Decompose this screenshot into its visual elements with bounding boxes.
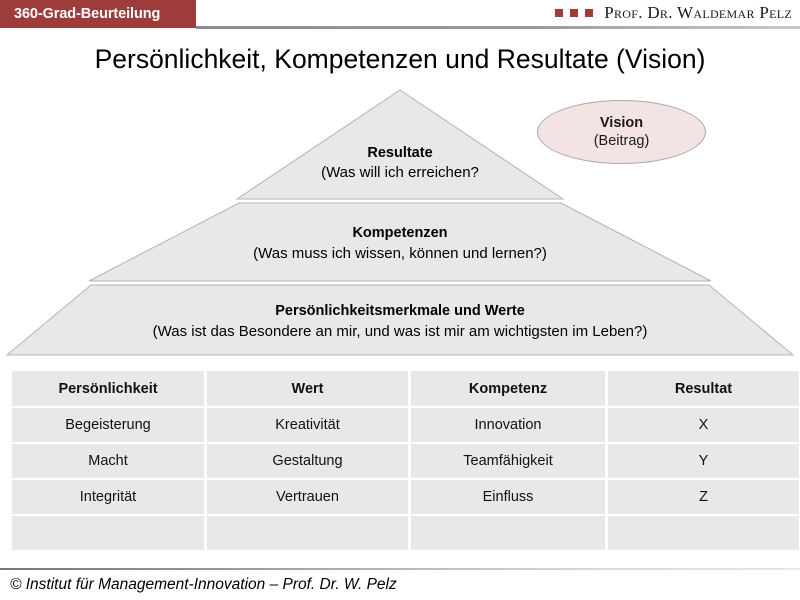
pyramid-shapes <box>5 89 795 356</box>
table-cell: X <box>608 408 799 442</box>
header-bar: 360-Grad-Beurteilung Prof. Dr. Waldemar … <box>0 0 800 32</box>
table-cell: Innovation <box>411 408 605 442</box>
table-cell <box>608 516 799 550</box>
vision-subtitle: (Beitrag) <box>593 132 650 149</box>
header-author-name: Prof. Dr. Waldemar Pelz <box>604 3 792 22</box>
table-cell: Vertrauen <box>207 480 408 514</box>
red-square-icon <box>555 9 564 17</box>
footer-copyright: © Institut für Management-Innovation – P… <box>10 576 397 593</box>
header-author-block: Prof. Dr. Waldemar Pelz <box>555 2 792 24</box>
column-header-resultat: Resultat <box>608 371 799 406</box>
table-cell: Z <box>608 480 799 514</box>
table-cell: Y <box>608 444 799 478</box>
pyramid-band3-title: Persönlichkeitsmerkmale und Werte <box>275 303 525 319</box>
red-square-icon <box>585 9 594 17</box>
pyramid-band2-subtitle: (Was muss ich wissen, können und lernen?… <box>253 245 547 262</box>
pyramid-band-kompetenzen <box>88 202 712 282</box>
vision-title: Vision <box>599 114 644 131</box>
column-header-wert: Wert <box>207 371 408 406</box>
table-cell: Einfluss <box>411 480 605 514</box>
table-cell <box>411 516 605 550</box>
column-header-persoenlichkeit: Persönlichkeit <box>12 371 204 406</box>
footer-divider-rule <box>0 568 800 570</box>
pyramid-band1-subtitle: (Was will ich erreichen? <box>321 164 479 181</box>
table-cell: Integrität <box>12 480 204 514</box>
table-cell: Gestaltung <box>207 444 408 478</box>
pyramid-band3-subtitle: (Was ist das Besondere an mir, und was i… <box>152 323 648 340</box>
table-cell: Kreativität <box>207 408 408 442</box>
table-row-empty <box>12 516 799 550</box>
red-square-icon <box>570 9 579 17</box>
table-row: Macht Gestaltung Teamfähigkeit Y <box>12 444 799 478</box>
table-cell <box>12 516 204 550</box>
pyramid-band-resultate <box>235 89 565 200</box>
pyramid-band1-title: Resultate <box>367 145 433 161</box>
header-divider-rule <box>196 26 800 29</box>
pyramid-band2-title: Kompetenzen <box>352 225 448 241</box>
table-cell: Teamfähigkeit <box>411 444 605 478</box>
table-cell: Macht <box>12 444 204 478</box>
table-cell <box>207 516 408 550</box>
table-header-row: Persönlichkeit Wert Kompetenz Resultat <box>12 371 799 406</box>
attribute-matrix-table: Persönlichkeit Wert Kompetenz Resultat B… <box>9 369 800 552</box>
pyramid-diagram: Resultate (Was will ich erreichen? Kompe… <box>0 88 800 360</box>
pyramid-band-persoenlichkeit <box>5 284 795 356</box>
table-row: Begeisterung Kreativität Innovation X <box>12 408 799 442</box>
column-header-kompetenz: Kompetenz <box>411 371 605 406</box>
header-topic-tag: 360-Grad-Beurteilung <box>0 0 196 28</box>
table-row: Integrität Vertrauen Einfluss Z <box>12 480 799 514</box>
vision-ellipse: Vision (Beitrag) <box>537 100 706 164</box>
page-title: Persönlichkeit, Kompetenzen und Resultat… <box>94 44 706 74</box>
table-cell: Begeisterung <box>12 408 204 442</box>
